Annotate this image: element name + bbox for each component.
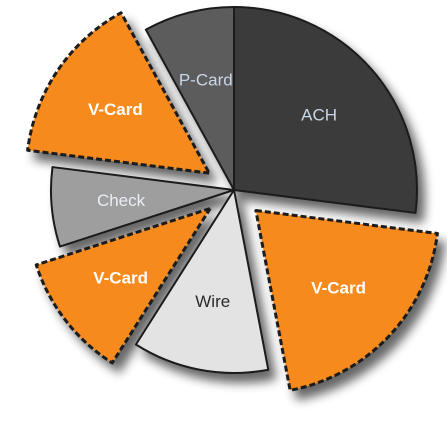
slice-label-v-card-5: V-Card — [88, 100, 143, 119]
pie-slice-p-card-6 — [144, 6, 235, 191]
slice-label-check-4: Check — [97, 191, 146, 210]
slice-label-v-card-3: V-Card — [93, 268, 148, 287]
slices-layer — [26, 6, 439, 392]
slice-label-ach-0: ACH — [301, 105, 337, 124]
slice-label-p-card-6: P-Card — [179, 71, 233, 90]
slice-label-wire-2: Wire — [195, 292, 230, 311]
pie-slice-v-card-1 — [254, 209, 439, 392]
slice-label-v-card-1: V-Card — [311, 279, 366, 298]
pie-slice-wire-2 — [134, 189, 270, 374]
pie-slice-check-4 — [50, 166, 235, 248]
pie-slice-v-card-3 — [34, 206, 212, 365]
pie-slice-ach-0 — [233, 6, 418, 214]
pie-slice-v-card-5 — [26, 11, 211, 175]
